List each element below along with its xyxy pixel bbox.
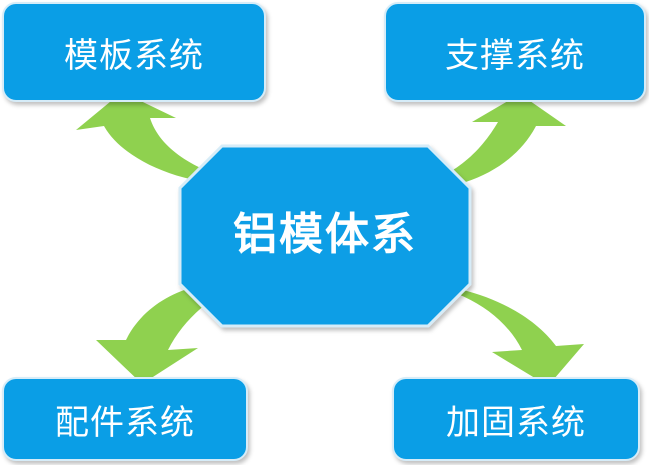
center-octagon [178, 144, 472, 328]
node-accessories-system: 配件系统 [2, 377, 248, 461]
arrow-to-bottom-left [96, 280, 246, 384]
node-template-system: 模板系统 [2, 2, 266, 102]
node-reinforcement-system: 加固系统 [392, 377, 640, 461]
center-label: 铝模体系 [233, 209, 417, 260]
arrow-to-top-right [398, 94, 566, 191]
arrow-to-bottom-right [406, 282, 584, 386]
arrow-to-top-left [76, 92, 258, 185]
node-support-system: 支撑系统 [384, 2, 646, 102]
